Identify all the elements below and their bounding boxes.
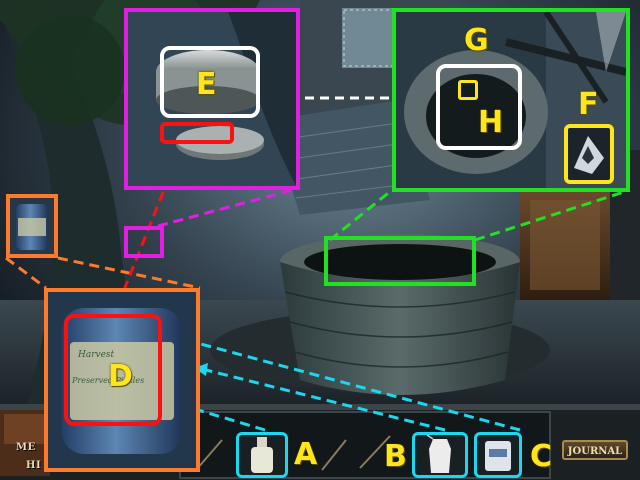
- hint-button[interactable]: HI: [26, 460, 42, 471]
- callout-c: C: [530, 439, 553, 474]
- inventory-slot-c[interactable]: [474, 432, 522, 478]
- callout-e: E: [196, 67, 217, 102]
- zoom-panel-tin: [124, 8, 300, 190]
- callout-h: H: [478, 105, 504, 140]
- callout-b: B: [384, 439, 407, 474]
- bottle-icon: [251, 437, 273, 473]
- callout-d: D: [108, 359, 133, 394]
- inventory-slot-b[interactable]: [412, 432, 468, 478]
- tin-slot-red-box: [160, 122, 234, 144]
- jar-label-line1: Harvest: [78, 350, 115, 360]
- well-target-box-h: [436, 64, 522, 150]
- jar-illustration: [48, 292, 196, 468]
- tin-target-box-e: [160, 46, 260, 118]
- zoom-panel-well: [392, 8, 630, 192]
- inventory-slot-a[interactable]: [236, 432, 288, 478]
- well-hole-marker-g[interactable]: [458, 80, 478, 100]
- jar-small-icon: [16, 204, 48, 250]
- scene-marker-jar[interactable]: [6, 194, 58, 258]
- callout-g: G: [464, 23, 489, 58]
- callout-f: F: [578, 87, 599, 122]
- jar-label-line2: Preserved Pickles: [72, 376, 145, 385]
- menu-button[interactable]: ME: [16, 442, 36, 453]
- salt-bag-icon: [485, 441, 511, 471]
- scene-marker-well-rim[interactable]: [324, 236, 476, 286]
- jar-target-box-d[interactable]: [64, 314, 162, 426]
- fleur-piece-box-f[interactable]: [564, 124, 614, 184]
- fleur-de-lis-icon: [574, 136, 604, 174]
- apron-icon: [426, 434, 451, 473]
- scene-marker-magenta[interactable]: [124, 226, 164, 258]
- journal-button[interactable]: JOURNAL: [562, 440, 628, 460]
- tin-lid-illustration: [128, 12, 296, 186]
- callout-a: A: [294, 437, 318, 472]
- well-crank-illustration: [396, 12, 626, 188]
